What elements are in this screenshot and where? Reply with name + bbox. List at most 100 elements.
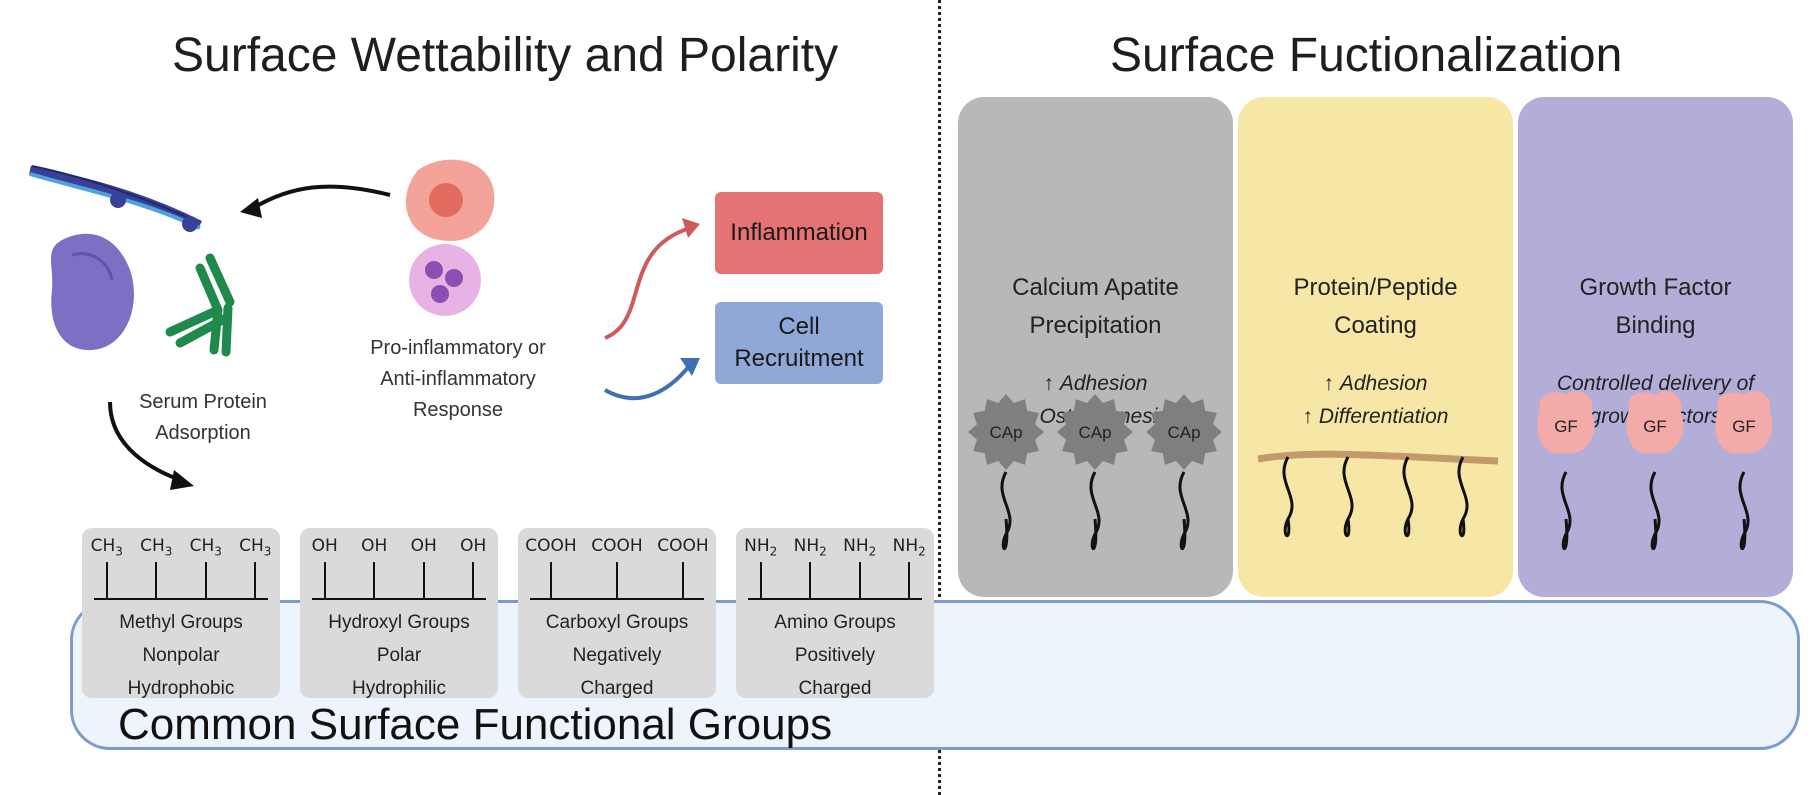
group-formulas: CH3 CH3 CH3 CH3 bbox=[82, 536, 280, 558]
panel-attachments: CAp CAp CAp bbox=[968, 394, 1222, 550]
effect-text: Differentiation bbox=[1318, 405, 1449, 428]
cap-particle-icon: CAp bbox=[968, 394, 1044, 470]
particle-label: CAp bbox=[989, 423, 1022, 442]
bond-line bbox=[155, 562, 158, 598]
panel-attachments: GF GF GF bbox=[1537, 391, 1773, 550]
panel-attachments bbox=[1257, 450, 1499, 538]
neutrophil-icon bbox=[409, 244, 481, 316]
particle-label: GF bbox=[1554, 417, 1578, 436]
antibody-icon bbox=[165, 253, 235, 357]
panel-title-line: Coating bbox=[1334, 312, 1417, 339]
group-description-line: Hydroxyl Groups bbox=[328, 612, 470, 633]
growth-factor-icon: GF bbox=[1537, 391, 1595, 454]
group-formula: OH bbox=[311, 536, 338, 556]
particle-label: GF bbox=[1643, 417, 1667, 436]
cap-particle-icon: CAp bbox=[1146, 394, 1222, 470]
bond-line bbox=[254, 562, 257, 598]
particle-label: CAp bbox=[1078, 423, 1111, 442]
bond-line bbox=[858, 562, 861, 598]
group-bonds bbox=[82, 562, 280, 598]
bond-line bbox=[105, 562, 108, 598]
group-formula: CH3 bbox=[140, 536, 173, 559]
immune-response-label: Pro-inflammatory or Anti-inflammatory Re… bbox=[370, 337, 546, 421]
recruitment-arrow-icon bbox=[604, 358, 700, 401]
group-description-line: Polar bbox=[376, 645, 422, 666]
bond-line bbox=[373, 562, 376, 598]
cap-particle-icon: CAp bbox=[1057, 394, 1133, 470]
effect-text: Controlled delivery of bbox=[1556, 372, 1755, 395]
group-description-line: Nonpolar bbox=[142, 645, 220, 666]
group-formula: COOH bbox=[657, 536, 709, 556]
panel-title-line: Binding bbox=[1615, 312, 1696, 339]
tether-line bbox=[1282, 456, 1294, 538]
bond-line bbox=[682, 562, 684, 598]
group-formula: NH2 bbox=[892, 536, 926, 559]
right-section-title: Surface Fuctionalization bbox=[1110, 29, 1623, 82]
group-bonds bbox=[300, 562, 498, 598]
bond-line bbox=[472, 562, 475, 598]
panel-title-line: Growth Factor bbox=[1579, 274, 1732, 301]
group-formula: NH2 bbox=[843, 536, 877, 559]
adsorption-arrow-icon bbox=[108, 184, 391, 482]
bond-line bbox=[550, 562, 552, 598]
bond-line bbox=[323, 562, 326, 598]
panel-effect-line: Controlled delivery of bbox=[1518, 367, 1793, 400]
cell-recruitment-box: Cell Recruitment bbox=[715, 302, 883, 384]
bond-line bbox=[204, 562, 207, 598]
tether-line bbox=[1000, 471, 1012, 550]
bond-line bbox=[759, 562, 762, 598]
bond-line bbox=[616, 562, 618, 598]
effect-text: Adhesion bbox=[1339, 372, 1428, 395]
group-formula: CH3 bbox=[239, 536, 272, 559]
group-description-line: Methyl Groups bbox=[119, 612, 243, 633]
tether-line bbox=[1560, 471, 1572, 550]
panel-effect-line: ↑ Adhesion bbox=[958, 367, 1233, 400]
bond-line bbox=[908, 562, 911, 598]
group-formula: CH3 bbox=[90, 536, 123, 559]
panel-title-line: Protein/Peptide bbox=[1293, 274, 1458, 301]
panel-title-line: Precipitation bbox=[1029, 312, 1162, 339]
group-formula: NH2 bbox=[793, 536, 827, 559]
growth-factor-icon: GF bbox=[1715, 391, 1773, 454]
panel-effects: ↑ Adhesion↑ Differentiation bbox=[1238, 367, 1513, 433]
tether-line bbox=[1457, 456, 1469, 538]
arrowhead-icon bbox=[170, 470, 194, 490]
group-description-line: Hydrophobic bbox=[127, 678, 235, 699]
section-divider bbox=[938, 0, 941, 795]
group-description-line: Carboxyl Groups bbox=[545, 612, 689, 633]
growth-factor-icon: GF bbox=[1626, 391, 1684, 454]
tether-line bbox=[1649, 471, 1661, 550]
tether-line bbox=[1738, 471, 1750, 550]
serum-protein-icon bbox=[51, 233, 134, 351]
group-description-line: Positively bbox=[794, 645, 876, 666]
surface-line bbox=[94, 598, 268, 600]
group-formula: CH3 bbox=[189, 536, 222, 559]
left-illustration bbox=[29, 159, 700, 490]
group-formula: COOH bbox=[591, 536, 643, 556]
group-description-line: Hydrophilic bbox=[352, 678, 446, 699]
macrophage-icon bbox=[405, 159, 495, 242]
tether-line bbox=[1089, 471, 1101, 550]
surface-line bbox=[530, 598, 704, 600]
particle-label: GF bbox=[1732, 417, 1756, 436]
up-arrow-icon: ↑ bbox=[1043, 372, 1060, 395]
serum-protein-label: Serum Protein Adsorption bbox=[139, 391, 267, 444]
group-bonds bbox=[736, 562, 934, 598]
tether-line bbox=[1178, 471, 1190, 550]
up-arrow-icon: ↑ bbox=[1323, 372, 1340, 395]
bond-line bbox=[422, 562, 425, 598]
group-description-line: Charged bbox=[580, 678, 654, 699]
arrowhead-icon bbox=[240, 198, 262, 218]
